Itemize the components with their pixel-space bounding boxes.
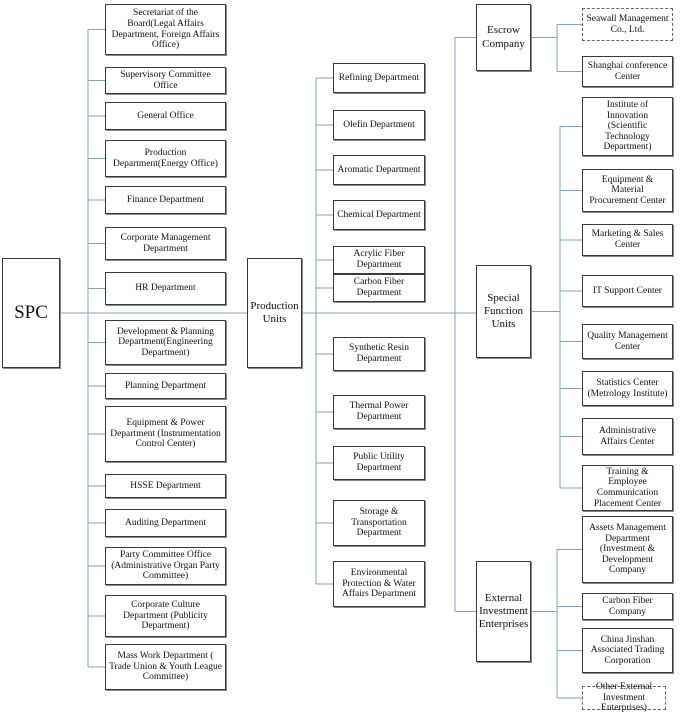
- special-function-units-box: Special Function Units: [476, 265, 531, 358]
- special-unit-box: Administrative Affairs Center: [582, 418, 673, 455]
- special-unit-box: Institute of Innovation (Scientific Tech…: [582, 97, 673, 156]
- escrow-company-box: Escrow Company: [476, 4, 531, 71]
- production-unit-box: Olefin Department: [333, 110, 425, 140]
- dept-box: HR Department: [105, 272, 226, 305]
- production-unit-box: Environmental Protection & Water Affairs…: [333, 561, 425, 607]
- dept-box: Mass Work Department ( Trade Union & You…: [105, 644, 226, 690]
- root-box: SPC: [2, 258, 60, 368]
- external-enterprise-box: Other External Investment Enterprises): [582, 682, 666, 713]
- dept-box: Production Department(Energy Office): [105, 140, 226, 177]
- external-investment-box: External Investment Enterprises: [476, 561, 531, 662]
- external-enterprise-box: China Jinshan Associated Trading Corpora…: [582, 628, 673, 673]
- production-unit-box: Chemical Department: [333, 200, 425, 230]
- dept-box: HSSE Department: [105, 474, 226, 498]
- dept-box: Development & Planning Department(Engine…: [105, 320, 226, 365]
- production-unit-box: Storage & Transportation Department: [333, 500, 425, 546]
- dept-box: General Office: [105, 102, 226, 130]
- production-unit-box: Public Utility Department: [333, 446, 425, 480]
- special-unit-box: Statistics Center (Metrology Institute): [582, 371, 673, 406]
- production-unit-box: Refining Department: [333, 63, 425, 93]
- production-units-box: Production Units: [247, 258, 302, 368]
- escrow-child-box: Seawall Management Co., Ltd.: [582, 8, 673, 41]
- production-unit-box: Aromatic Department: [333, 155, 425, 185]
- dept-box: Auditing Department: [105, 509, 226, 537]
- dept-box: Equipment & Power Department (Instrument…: [105, 406, 226, 462]
- special-unit-box: Equipment & Material Procurement Center: [582, 169, 673, 212]
- dept-box: Planning Department: [105, 373, 226, 399]
- dept-box: Secretariat of the Board(Legal Affairs D…: [105, 4, 226, 55]
- dept-box: Corporate Management Department: [105, 227, 226, 260]
- external-enterprise-box: Carbon Fiber Company: [582, 593, 673, 620]
- special-unit-box: Marketing & Sales Center: [582, 224, 673, 256]
- dept-box: Supervisory Committee Office: [105, 67, 226, 94]
- production-unit-box: Carbon Fiber Department: [333, 274, 425, 302]
- production-unit-box: Thermal Power Department: [333, 395, 425, 429]
- special-unit-box: Training & Employee Communication Placem…: [582, 465, 673, 511]
- escrow-child-box: Shanghai conference Center: [582, 56, 673, 87]
- special-unit-box: IT Support Center: [582, 275, 673, 307]
- dept-box: Party Committee Office (Administrative O…: [105, 547, 226, 585]
- special-unit-box: Quality Management Center: [582, 324, 673, 359]
- production-unit-box: Synthetic Resin Department: [333, 337, 425, 371]
- production-unit-box: Acrylic Fiber Department: [333, 246, 425, 274]
- external-enterprise-box: Assets Management Department (Investment…: [582, 516, 673, 583]
- dept-box: Corporate Culture Department (Publicity …: [105, 595, 226, 637]
- dept-box: Finance Department: [105, 186, 226, 214]
